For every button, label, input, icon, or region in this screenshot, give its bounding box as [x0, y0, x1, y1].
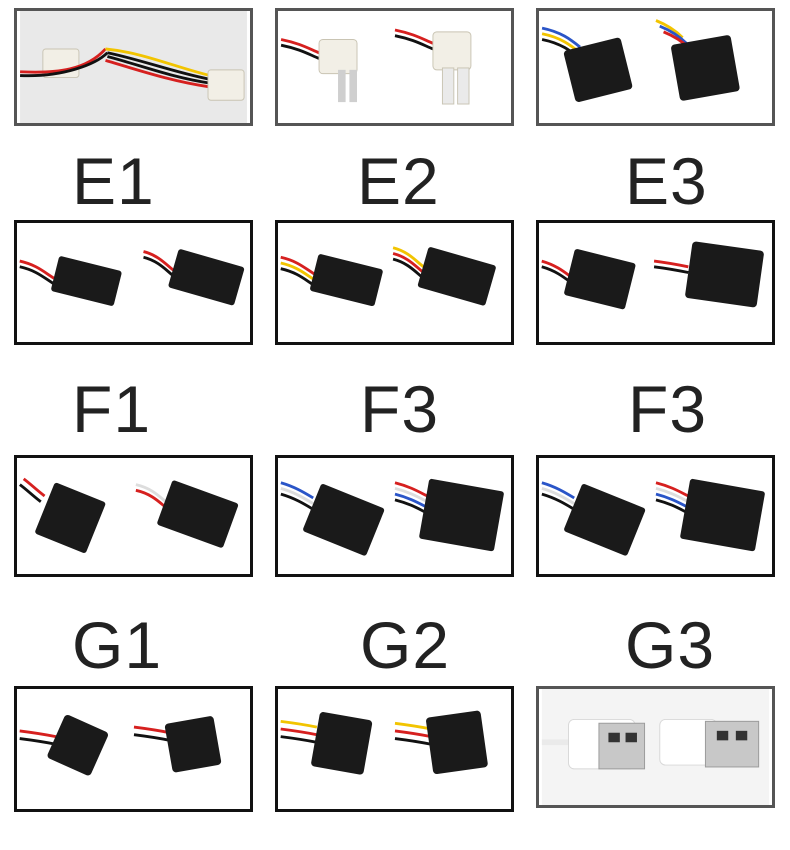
connector-label: E2: [357, 144, 440, 218]
connector-label: G2: [360, 608, 451, 682]
connector-photo-jst-2pin-latch: [536, 220, 775, 345]
connector-photo-mini-fit-2pin: [275, 8, 514, 126]
connector-photo-usb-a: [536, 686, 775, 808]
connector-photo-jst-3pin: [275, 220, 514, 345]
connector-label: F3: [360, 372, 440, 446]
connector-label: E1: [72, 144, 155, 218]
connector-photo-molex-to-floppy: [14, 8, 253, 126]
connector-photo-jst-2pin: [14, 220, 253, 345]
connector-label: F1: [72, 372, 152, 446]
connector-photo-sm-3pin: [275, 686, 514, 812]
connector-label: E3: [625, 144, 708, 218]
connector-photo-sm-2pin: [14, 686, 253, 812]
connector-photo-4pin-blue-duplicate: [536, 455, 775, 577]
connector-label: G3: [625, 608, 716, 682]
connector-label: F3: [628, 372, 708, 446]
connector-label: G1: [72, 608, 163, 682]
connector-photo-2pin-black: [14, 455, 253, 577]
connector-photo-4pin-blue: [275, 455, 514, 577]
connector-photo-pcie-6pin: [536, 8, 775, 126]
